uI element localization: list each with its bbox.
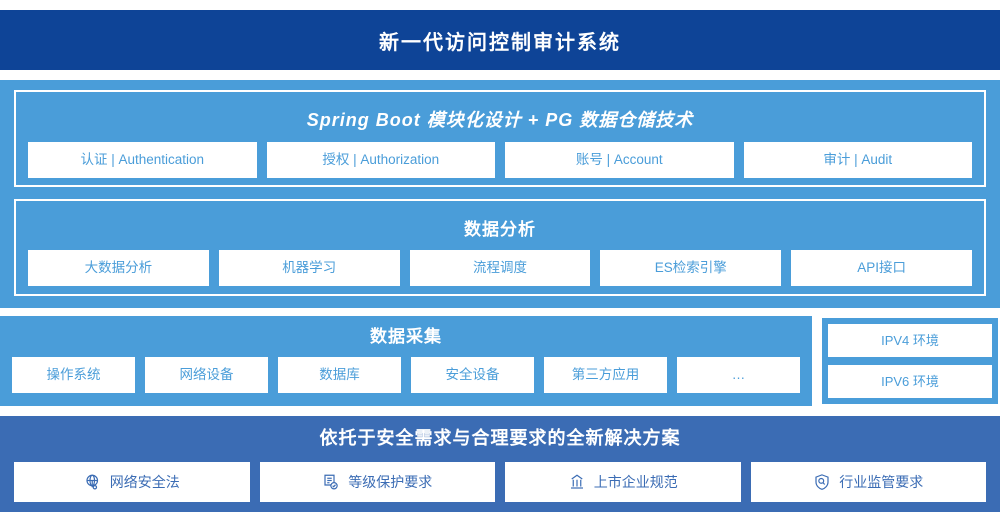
ip-environment-panel: IPV4 环境 IPV6 环境 (820, 316, 1000, 406)
chip-ipv6-environment[interactable]: IPV6 环境 (828, 365, 992, 398)
data-collection-chip-row: 操作系统 网络设备 数据库 安全设备 第三方应用 … (12, 357, 800, 393)
chip-big-data-analysis[interactable]: 大数据分析 (28, 250, 209, 286)
chip-authentication[interactable]: 认证 | Authentication (28, 142, 257, 178)
chip-label: API接口 (857, 260, 906, 276)
chip-label: 网络设备 (179, 367, 234, 383)
chip-label: 审计 | Audit (823, 152, 893, 168)
solution-panel: 依托于安全需求与合理要求的全新解决方案 网络安全法 (0, 416, 1000, 512)
chip-process-scheduling[interactable]: 流程调度 (409, 250, 591, 286)
data-analysis-chip-row: 大数据分析 机器学习 流程调度 ES检索引擎 API接口 (28, 250, 972, 286)
chip-label: IPV4 环境 (881, 333, 939, 348)
springboot-group-title: Spring Boot 模块化设计 + PG 数据仓储技术 (306, 110, 694, 130)
chip-label: 上市企业规范 (593, 474, 678, 490)
chip-label: 行业监管要求 (839, 474, 924, 490)
chip-label: 第三方应用 (571, 367, 640, 383)
chip-third-party-app[interactable]: 第三方应用 (544, 357, 667, 393)
chip-label: 机器学习 (282, 260, 337, 276)
chip-network-device[interactable]: 网络设备 (145, 357, 268, 393)
chip-security-device[interactable]: 安全设备 (411, 357, 534, 393)
chip-label: 安全设备 (445, 367, 500, 383)
chip-authorization[interactable]: 授权 | Authorization (266, 142, 495, 178)
chip-label: 操作系统 (46, 367, 101, 383)
chip-account[interactable]: 账号 | Account (505, 142, 734, 178)
data-collection-title: 数据采集 (370, 327, 442, 346)
bank-building-icon (568, 473, 586, 491)
page-title: 新一代访问控制审计系统 (379, 31, 621, 54)
springboot-group: Spring Boot 模块化设计 + PG 数据仓储技术 认证 | Authe… (14, 90, 986, 187)
chip-label: 授权 | Authorization (322, 152, 440, 168)
chip-label: 数据库 (319, 367, 360, 383)
chip-machine-learning[interactable]: 机器学习 (218, 250, 400, 286)
chip-cybersecurity-law[interactable]: 网络安全法 (14, 462, 250, 502)
chip-listed-company-standard[interactable]: 上市企业规范 (505, 462, 741, 502)
data-analysis-group-title: 数据分析 (464, 220, 536, 239)
data-collection-panel: 数据采集 操作系统 网络设备 数据库 安全设备 第三方应用 … (0, 316, 812, 406)
solution-chip-row: 网络安全法 等级保护要求 (14, 462, 986, 502)
chip-label: 流程调度 (472, 260, 527, 276)
chip-database[interactable]: 数据库 (278, 357, 401, 393)
chip-label: 大数据分析 (84, 260, 153, 276)
shield-search-icon (813, 473, 831, 491)
header-banner: 新一代访问控制审计系统 (0, 10, 1000, 70)
solution-title: 依托于安全需求与合理要求的全新解决方案 (319, 428, 681, 448)
data-analysis-group: 数据分析 大数据分析 机器学习 流程调度 ES检索引擎 API接口 (14, 199, 986, 296)
chip-label: ES检索引擎 (654, 260, 727, 276)
chip-more-ellipsis[interactable]: … (677, 357, 800, 393)
chip-industry-regulation[interactable]: 行业监管要求 (750, 462, 986, 502)
chip-es-search-engine[interactable]: ES检索引擎 (600, 250, 782, 286)
chip-operating-system[interactable]: 操作系统 (12, 357, 135, 393)
chip-label: 网络安全法 (109, 474, 180, 490)
chip-audit[interactable]: 审计 | Audit (743, 142, 972, 178)
chip-classified-protection[interactable]: 等级保护要求 (259, 462, 495, 502)
chip-ipv4-environment[interactable]: IPV4 环境 (828, 324, 992, 357)
data-collection-inner: 数据采集 操作系统 网络设备 数据库 安全设备 第三方应用 … (0, 316, 812, 405)
chip-api-interface[interactable]: API接口 (791, 250, 972, 286)
platform-panel: Spring Boot 模块化设计 + PG 数据仓储技术 认证 | Authe… (0, 80, 1000, 308)
globe-network-icon (84, 473, 102, 491)
document-check-icon (322, 473, 340, 491)
chip-label: 账号 | Account (575, 152, 663, 168)
chip-label: 等级保护要求 (348, 474, 433, 490)
springboot-chip-row: 认证 | Authentication 授权 | Authorization 账… (28, 142, 972, 178)
chip-label: IPV6 环境 (881, 374, 939, 389)
chip-label: … (731, 367, 746, 383)
chip-label: 认证 | Authentication (80, 152, 205, 168)
